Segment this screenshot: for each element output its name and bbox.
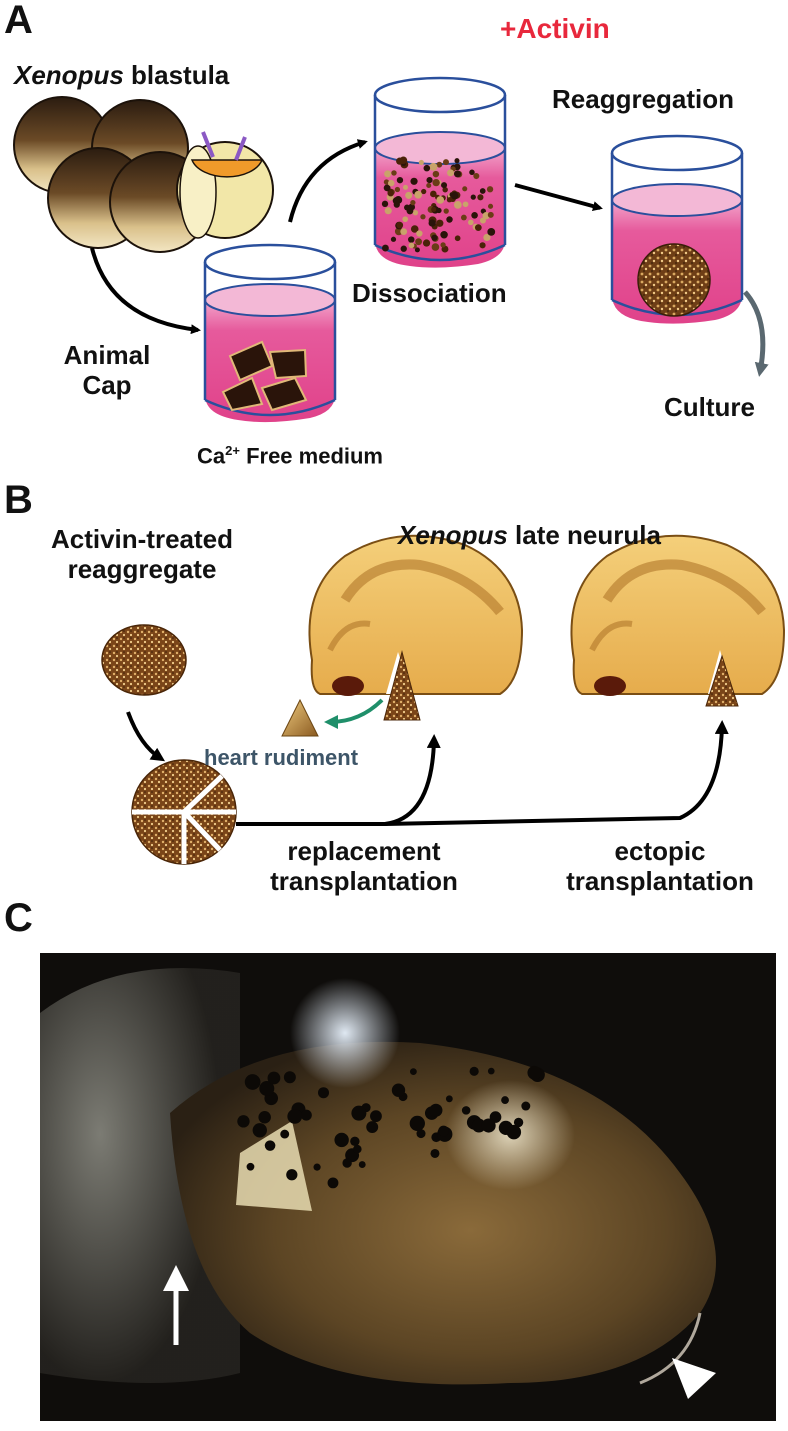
arrow-ectopic bbox=[384, 720, 729, 826]
ectopic-line-1: ectopic bbox=[614, 836, 706, 866]
beaker-dissociation bbox=[373, 76, 507, 268]
reaggregate-disc bbox=[101, 624, 187, 696]
blastula-label-italic: Xenopus bbox=[14, 60, 124, 90]
animal-cap-label: Animal Cap bbox=[52, 340, 162, 400]
beaker-reaggregation bbox=[610, 134, 744, 324]
replacement-line-1: replacement bbox=[287, 836, 441, 866]
replacement-line-2: transplantation bbox=[270, 866, 458, 896]
reaggregate-line-2: reaggregate bbox=[67, 554, 217, 584]
beaker-ca-free-medium bbox=[203, 243, 337, 423]
arrow-reaggregate-to-pieces bbox=[126, 711, 166, 762]
arrow-reaggregation-to-culture bbox=[743, 290, 769, 377]
medium-label-post: Free medium bbox=[239, 443, 383, 469]
culture-label: Culture bbox=[664, 392, 755, 422]
white-arrowhead bbox=[672, 1358, 716, 1399]
ectopic-line-2: transplantation bbox=[566, 866, 754, 896]
neurula-embryo-replacement bbox=[308, 534, 524, 696]
green-arrow bbox=[324, 698, 384, 729]
activin-label: +Activin bbox=[500, 13, 610, 44]
heart-rudiment-label: heart rudiment bbox=[204, 745, 359, 770]
reaggregate-label: Activin-treated reaggregate bbox=[22, 524, 262, 584]
tadpole-micrograph bbox=[40, 953, 776, 1421]
replacement-label: replacement transplantation bbox=[244, 836, 484, 896]
panel-b-diagram bbox=[101, 534, 786, 865]
reaggregation-label: Reaggregation bbox=[552, 84, 735, 114]
dissociation-label: Dissociation bbox=[352, 278, 507, 308]
panel-c-letter: C bbox=[4, 896, 33, 940]
animal-cap-line-2: Cap bbox=[82, 370, 132, 400]
blastula-eggs bbox=[13, 96, 274, 253]
panel-a-diagram bbox=[13, 76, 769, 423]
medium-label: Ca2+ Free medium bbox=[197, 438, 383, 469]
neurula-label-rest: late neurula bbox=[507, 520, 661, 550]
animal-cap-line-1: Animal bbox=[63, 340, 151, 370]
medium-label-sup: 2+ bbox=[225, 443, 240, 458]
arrow-cap-to-dissociation bbox=[288, 139, 368, 223]
arrow-blastula-to-cap bbox=[90, 247, 201, 335]
replacement-graft bbox=[383, 650, 421, 721]
blastula-label: Xenopus blastula bbox=[14, 60, 229, 90]
panel-b-letter: B bbox=[4, 478, 33, 522]
arrow-dissociation-to-reaggregation bbox=[514, 183, 603, 211]
ectopic-graft bbox=[705, 654, 739, 707]
reaggregate-line-1: Activin-treated bbox=[50, 524, 234, 554]
ectopic-label: ectopic transplantation bbox=[540, 836, 780, 896]
neurula-label-italic: Xenopus bbox=[398, 520, 508, 550]
heart-rudiment bbox=[281, 698, 319, 737]
neurula-embryo-ectopic bbox=[570, 534, 786, 696]
cut-reaggregate bbox=[131, 759, 237, 865]
blastula-label-rest: blastula bbox=[123, 60, 230, 90]
medium-label-pre: Ca bbox=[197, 443, 226, 469]
neurula-label: Xenopus late neurula bbox=[398, 520, 661, 550]
panel-a-letter: A bbox=[4, 0, 33, 42]
